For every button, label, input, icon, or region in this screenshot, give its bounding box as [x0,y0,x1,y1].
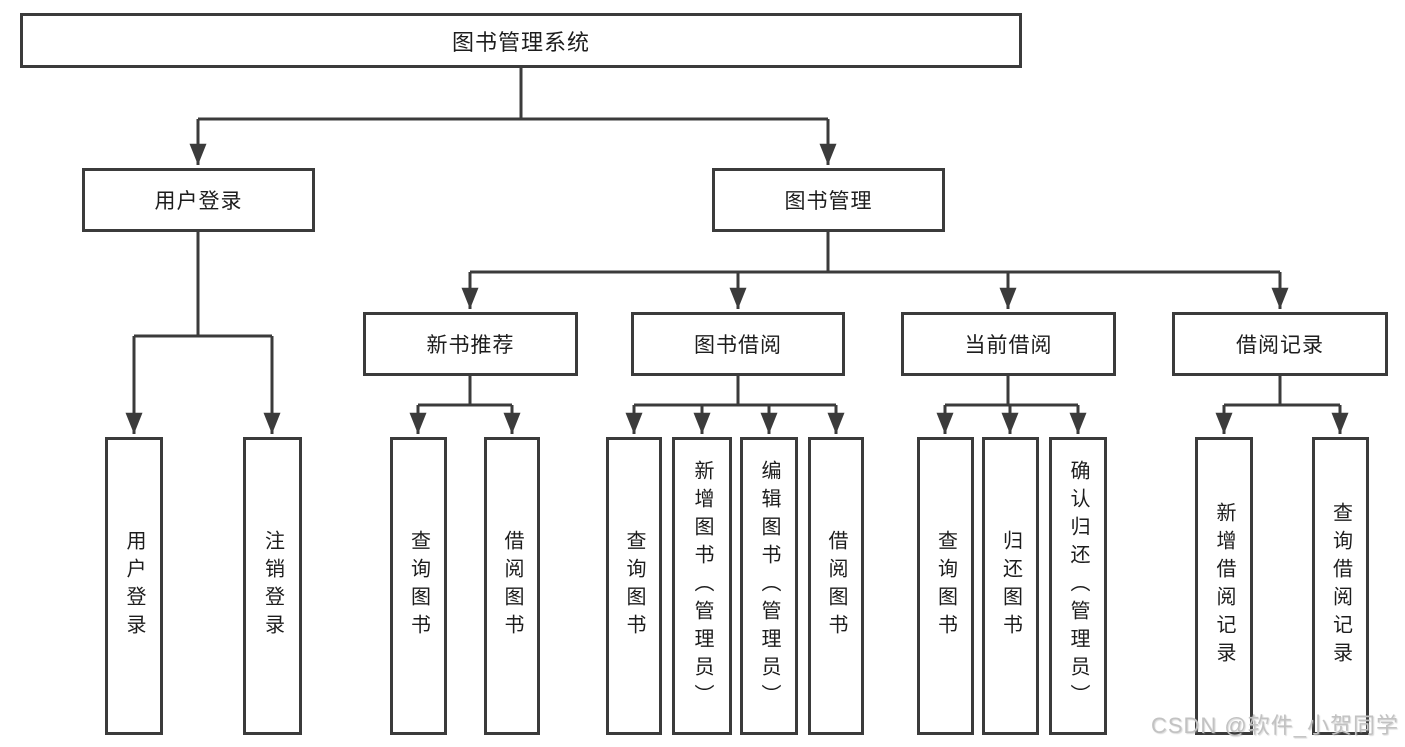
leaf-borrow-add-books-admin: 新增图书（管理员） [672,437,732,735]
leaf-borrow-add-books-admin-label: 新增图书（管理员） [691,460,713,712]
node-current-borrow: 当前借阅 [901,312,1116,376]
leaf-current-query-books: 查询图书 [917,437,974,735]
leaf-logout-login: 注销登录 [243,437,302,735]
node-root: 图书管理系统 [20,13,1022,68]
node-user-login: 用户登录 [82,168,315,232]
leaf-current-return-books: 归还图书 [982,437,1039,735]
node-root-label: 图书管理系统 [451,29,590,55]
leaf-current-return-books-label: 归还图书 [999,530,1022,642]
leaf-records-query-borrow-record: 查询借阅记录 [1312,437,1369,735]
node-new-book-recommend: 新书推荐 [363,312,578,376]
leaf-borrow-borrow-books-label: 借阅图书 [825,530,847,642]
leaf-user-login-label: 用户登录 [123,530,145,642]
leaf-current-confirm-return-admin: 确认归还（管理员） [1049,437,1107,735]
node-user-login-label: 用户登录 [154,190,243,213]
leaf-borrow-edit-books-admin-label: 编辑图书（管理员） [758,460,780,712]
leaf-borrow-edit-books-admin: 编辑图书（管理员） [740,437,798,735]
watermark: CSDN @软件_小贺同学 [1150,713,1399,738]
leaf-recommend-borrow-books-label: 借阅图书 [501,530,523,642]
node-borrow-records-label: 借阅记录 [1236,334,1324,357]
node-book-borrow-label: 图书借阅 [694,334,782,357]
leaf-records-add-borrow-record: 新增借阅记录 [1195,437,1253,735]
leaf-borrow-borrow-books: 借阅图书 [808,437,864,735]
node-new-book-recommend-label: 新书推荐 [426,334,515,357]
node-borrow-records: 借阅记录 [1172,312,1388,376]
leaf-user-login: 用户登录 [105,437,163,735]
node-book-management-label: 图书管理 [784,190,873,213]
node-book-borrow: 图书借阅 [631,312,845,376]
leaf-recommend-borrow-books: 借阅图书 [484,437,540,735]
leaf-records-query-borrow-record-label: 查询借阅记录 [1329,502,1352,670]
leaf-current-confirm-return-admin-label: 确认归还（管理员） [1067,460,1089,712]
leaf-current-query-books-label: 查询图书 [934,530,957,642]
leaf-logout-login-label: 注销登录 [261,530,284,642]
leaf-recommend-query-books: 查询图书 [390,437,447,735]
node-current-borrow-label: 当前借阅 [964,334,1053,357]
leaf-borrow-query-books-label: 查询图书 [623,530,645,642]
leaf-recommend-query-books-label: 查询图书 [407,530,430,642]
leaf-records-add-borrow-record-label: 新增借阅记录 [1213,502,1235,670]
leaf-borrow-query-books: 查询图书 [606,437,662,735]
node-book-management: 图书管理 [712,168,945,232]
